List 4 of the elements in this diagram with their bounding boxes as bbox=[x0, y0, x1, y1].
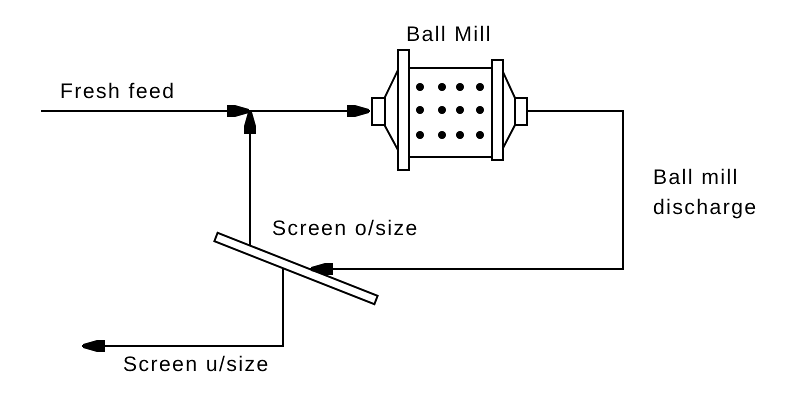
equipment-label: Ball Mill bbox=[406, 24, 492, 45]
stream-label: Screen u/size bbox=[123, 354, 270, 375]
stream-label: Screen o/size bbox=[272, 218, 419, 239]
stream-label: Ball mill discharge bbox=[653, 165, 759, 221]
